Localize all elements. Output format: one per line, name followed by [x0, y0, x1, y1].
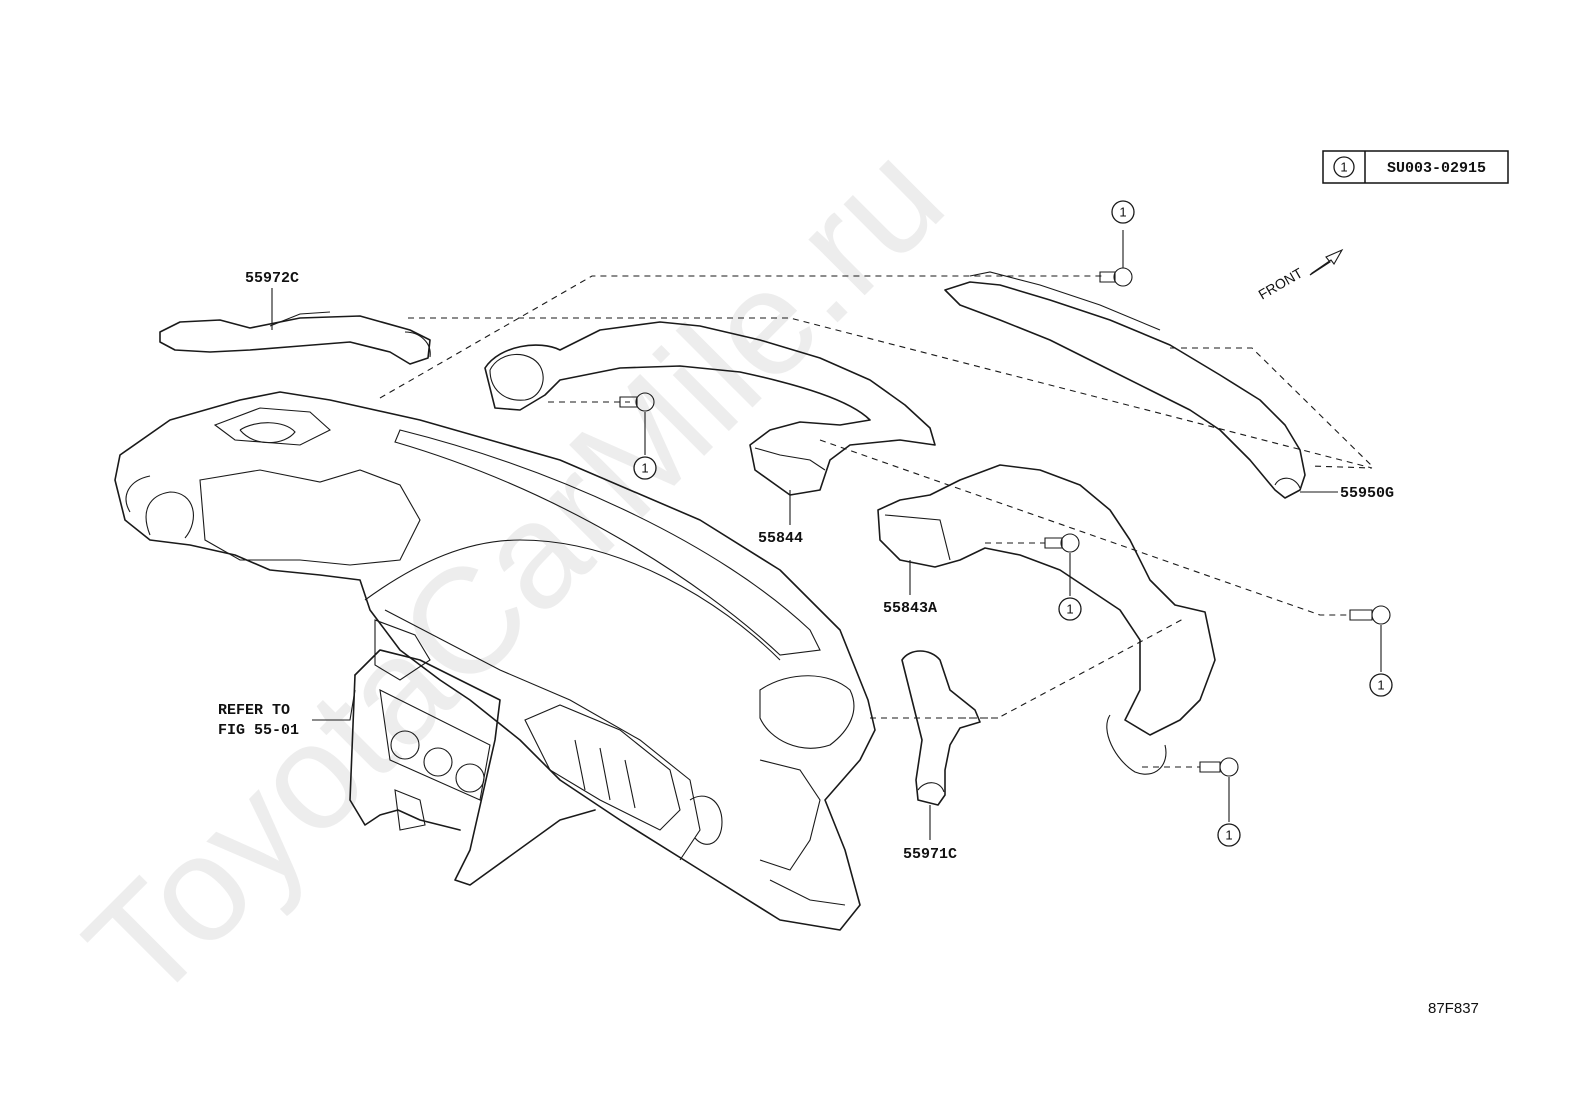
label-55950G: 55950G	[1340, 485, 1394, 502]
refer-line-2: FIG 55-01	[218, 722, 299, 739]
callout-1b: 1	[641, 461, 648, 476]
assembly-lines	[379, 275, 1373, 768]
watermark-text: ToyotaCarMile.ru	[54, 112, 974, 1032]
duct-55843A: 55843A	[877, 464, 1216, 775]
refer-line-1: REFER TO	[218, 702, 290, 719]
legend-box: 1 SU003-02915	[1322, 150, 1509, 184]
legend-callout: 1	[1340, 160, 1347, 175]
duct-55971C: 55971C	[901, 650, 981, 863]
duct-55844: 55844	[484, 321, 936, 547]
refer-note: REFER TO FIG 55-01	[218, 689, 356, 739]
label-55972C: 55972C	[245, 270, 299, 287]
label-55971C: 55971C	[903, 846, 957, 863]
label-55844: 55844	[758, 530, 803, 547]
callout-1c: 1	[1066, 602, 1073, 617]
duct-55950G: 55950G	[944, 271, 1394, 502]
figure-code: 87F837	[1428, 1000, 1479, 1017]
fastener-3: 1	[1044, 533, 1082, 621]
fastener-4: 1	[1349, 605, 1393, 697]
callout-1a: 1	[1119, 205, 1126, 220]
fastener-5: 1	[1199, 757, 1241, 847]
front-label: FRONT	[1256, 264, 1306, 302]
callout-1e: 1	[1225, 828, 1232, 843]
center-stack	[349, 619, 596, 886]
fastener-1: 1	[1099, 200, 1135, 287]
duct-55972C: 55972C	[159, 270, 431, 365]
legend-part-number: SU003-02915	[1387, 160, 1486, 177]
fastener-2: 1	[619, 392, 657, 480]
callout-1d: 1	[1377, 678, 1384, 693]
label-55843A: 55843A	[883, 600, 937, 617]
instrument-panel	[114, 391, 876, 931]
front-arrow: FRONT	[1256, 248, 1344, 303]
